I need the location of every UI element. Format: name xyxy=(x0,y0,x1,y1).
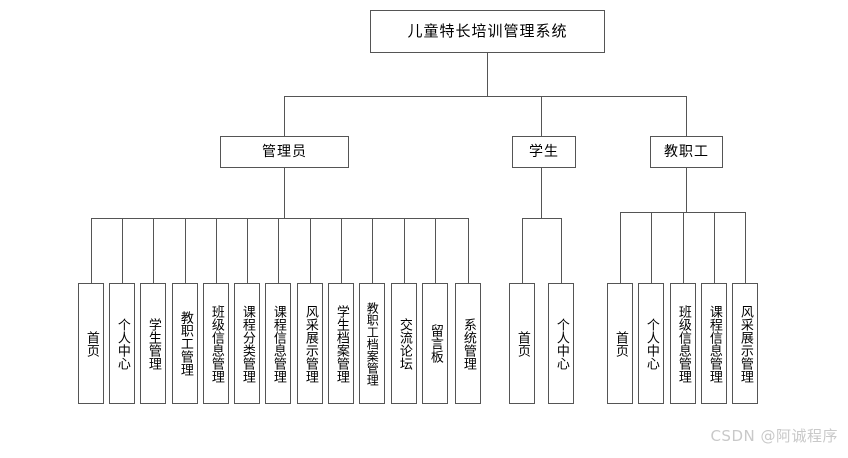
node-admin-child-6-label: 课程分类管理 xyxy=(239,304,255,383)
node-admin-child-1[interactable]: 首页 xyxy=(78,283,104,404)
node-staff-child-3[interactable]: 班级信息管理 xyxy=(670,283,696,404)
connector-admin-drop-11 xyxy=(404,218,405,283)
node-admin-child-3[interactable]: 学生管理 xyxy=(140,283,166,404)
connector-admin-drop-12 xyxy=(435,218,436,283)
node-admin-child-2-label: 个人中心 xyxy=(114,317,130,370)
connector-admin-drop-6 xyxy=(247,218,248,283)
node-role-admin[interactable]: 管理员 xyxy=(220,136,349,168)
node-admin-child-12-label: 留言板 xyxy=(427,324,443,363)
node-role-student[interactable]: 学生 xyxy=(512,136,576,168)
node-staff-child-1[interactable]: 首页 xyxy=(607,283,633,404)
connector-bus-to-admin xyxy=(284,96,285,136)
node-admin-child-1-label: 首页 xyxy=(83,330,99,357)
node-student-child-1[interactable]: 首页 xyxy=(509,283,535,404)
node-admin-child-11[interactable]: 交流论坛 xyxy=(391,283,417,404)
connector-admin-drop-10 xyxy=(372,218,373,283)
node-admin-child-11-label: 交流论坛 xyxy=(396,317,412,370)
node-staff-child-5[interactable]: 风采展示管理 xyxy=(732,283,758,404)
node-admin-child-13[interactable]: 系统管理 xyxy=(455,283,481,404)
connector-main-bus xyxy=(284,96,687,97)
node-role-student-label: 学生 xyxy=(529,143,559,160)
node-role-admin-label: 管理员 xyxy=(262,143,307,160)
node-role-staff[interactable]: 教职工 xyxy=(650,136,723,168)
connector-bus-to-student xyxy=(541,96,542,136)
node-role-staff-label: 教职工 xyxy=(664,143,709,160)
node-admin-child-13-label: 系统管理 xyxy=(460,317,476,370)
connector-student-bus xyxy=(522,218,562,219)
node-staff-child-5-label: 风采展示管理 xyxy=(737,304,753,383)
connector-admin-drop-9 xyxy=(341,218,342,283)
connector-admin-stem xyxy=(284,168,285,218)
node-root-system[interactable]: 儿童特长培训管理系统 xyxy=(370,10,605,53)
csdn-watermark: CSDN @阿诚程序 xyxy=(710,427,838,445)
node-staff-child-2-label: 个人中心 xyxy=(643,317,659,370)
node-admin-child-8-label: 风采展示管理 xyxy=(302,304,318,383)
node-admin-child-9-label: 学生档案管理 xyxy=(333,304,349,383)
node-student-child-2[interactable]: 个人中心 xyxy=(548,283,574,404)
node-admin-child-8[interactable]: 风采展示管理 xyxy=(297,283,323,404)
connector-staff-drop-2 xyxy=(651,212,652,283)
node-admin-child-10[interactable]: 教职工档案管理 xyxy=(359,283,385,404)
node-admin-child-2[interactable]: 个人中心 xyxy=(109,283,135,404)
node-staff-child-1-label: 首页 xyxy=(612,330,628,357)
node-admin-child-10-label: 教职工档案管理 xyxy=(365,301,380,386)
connector-staff-drop-5 xyxy=(745,212,746,283)
connector-staff-drop-3 xyxy=(683,212,684,283)
connector-staff-drop-1 xyxy=(620,212,621,283)
node-root-label: 儿童特长培训管理系统 xyxy=(407,21,568,40)
connector-admin-drop-5 xyxy=(216,218,217,283)
node-staff-child-3-label: 班级信息管理 xyxy=(675,304,691,383)
connector-admin-drop-7 xyxy=(278,218,279,283)
connector-admin-drop-1 xyxy=(91,218,92,283)
node-staff-child-4[interactable]: 课程信息管理 xyxy=(701,283,727,404)
node-staff-child-2[interactable]: 个人中心 xyxy=(638,283,664,404)
node-admin-child-5-label: 班级信息管理 xyxy=(208,304,224,383)
node-admin-child-9[interactable]: 学生档案管理 xyxy=(328,283,354,404)
connector-admin-drop-8 xyxy=(310,218,311,283)
connector-root-stem xyxy=(487,53,488,96)
connector-bus-to-staff xyxy=(686,96,687,136)
node-admin-child-7-label: 课程信息管理 xyxy=(270,304,286,383)
connector-admin-drop-13 xyxy=(468,218,469,283)
connector-staff-drop-4 xyxy=(714,212,715,283)
connector-admin-drop-3 xyxy=(153,218,154,283)
connector-admin-drop-2 xyxy=(122,218,123,283)
connector-admin-drop-4 xyxy=(185,218,186,283)
connector-student-drop-2 xyxy=(561,218,562,283)
node-admin-child-3-label: 学生管理 xyxy=(145,317,161,370)
node-admin-child-12[interactable]: 留言板 xyxy=(422,283,448,404)
node-student-child-1-label: 首页 xyxy=(514,330,530,357)
node-admin-child-4[interactable]: 教职工管理 xyxy=(172,283,198,404)
connector-staff-stem xyxy=(686,168,687,212)
connector-admin-bus xyxy=(91,218,468,219)
node-admin-child-5[interactable]: 班级信息管理 xyxy=(203,283,229,404)
node-student-child-2-label: 个人中心 xyxy=(553,317,569,370)
node-admin-child-6[interactable]: 课程分类管理 xyxy=(234,283,260,404)
node-staff-child-4-label: 课程信息管理 xyxy=(706,304,722,383)
connector-student-drop-1 xyxy=(522,218,523,283)
connector-student-stem xyxy=(541,168,542,218)
node-admin-child-7[interactable]: 课程信息管理 xyxy=(265,283,291,404)
node-admin-child-4-label: 教职工管理 xyxy=(177,311,193,376)
